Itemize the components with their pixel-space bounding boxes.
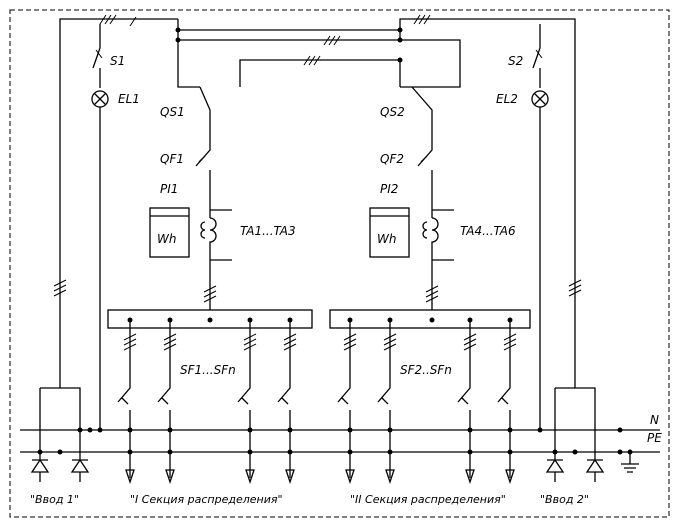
n-pe-buses: [20, 427, 660, 455]
section-1-caption: "I Секция распределения": [130, 493, 283, 506]
sf1-label: SF1...SFn: [180, 363, 236, 377]
input-1-caption: "Ввод 1": [30, 493, 79, 506]
ta-2-label: TA4...TA6: [460, 224, 516, 238]
ground-icon: [621, 452, 639, 473]
qs2-label: QS2: [380, 105, 405, 119]
input-2-caption: "Ввод 2": [540, 493, 589, 506]
lamp-circuit-right: [531, 24, 549, 430]
feeder-2: [329, 86, 531, 329]
bus-dots: [127, 427, 513, 455]
section-2-caption: "II Секция распределения": [350, 493, 506, 506]
ta-1-label: TA1...TA3: [240, 224, 296, 238]
el1-label: EL1: [118, 92, 140, 106]
input-2-terminal: [545, 387, 605, 482]
n-bus-label: N: [650, 413, 659, 427]
lamp-circuit-left: [91, 24, 109, 430]
feeder-1: [107, 86, 313, 329]
input-1-terminal: [30, 387, 90, 482]
pi1-label: PI1: [160, 182, 178, 196]
qf1-label: QF1: [160, 152, 184, 166]
s1-label: S1: [110, 54, 125, 68]
section-1-breakers: [117, 317, 297, 485]
pe-bus-label: PE: [647, 431, 662, 445]
sf2-label: SF2..SFn: [400, 363, 452, 377]
el2-label: EL2: [496, 92, 518, 106]
enclosure-border: [9, 9, 670, 518]
meter-2-label: Wh: [377, 232, 396, 246]
qs1-label: QS1: [160, 105, 185, 119]
section-2-breakers: [337, 317, 517, 485]
top-bus-lines: [53, 14, 582, 388]
qf2-label: QF2: [380, 152, 404, 166]
pi2-label: PI2: [380, 182, 398, 196]
s2-label: S2: [508, 54, 523, 68]
meter-1-label: Wh: [157, 232, 176, 246]
